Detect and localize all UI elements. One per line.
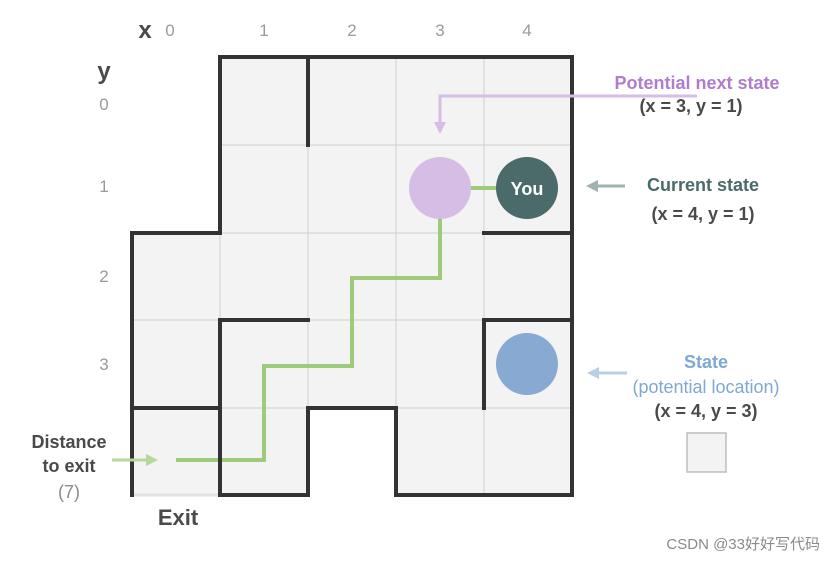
inner-wall	[218, 318, 310, 410]
y-tick-2: 2	[99, 267, 108, 286]
outer-wall	[218, 55, 574, 497]
state-marker	[496, 333, 558, 395]
y-axis-label: y	[97, 58, 111, 85]
state-title: State	[684, 352, 728, 372]
inner-wall	[482, 318, 574, 410]
distance-value: (7)	[58, 482, 80, 502]
y-tick-0: 0	[99, 95, 108, 114]
cell	[483, 56, 573, 146]
cell	[219, 144, 309, 234]
x-axis-label: x	[138, 17, 152, 44]
cell	[219, 232, 309, 321]
cell	[395, 319, 485, 409]
watermark: CSDN @33好好写代码	[666, 536, 820, 553]
inner-wall	[130, 406, 222, 497]
potential-next-state-marker	[409, 157, 471, 219]
x-tick-0: 0	[165, 21, 174, 40]
distance-label-line2: to exit	[42, 456, 95, 476]
distance-label-line1: Distance	[31, 432, 106, 452]
x-tick-4: 4	[522, 21, 531, 40]
cell	[307, 56, 397, 146]
cell	[483, 232, 573, 321]
cell	[307, 144, 397, 234]
current-state-coords: (x = 4, y = 1)	[651, 204, 754, 224]
state-subtitle: (potential location)	[632, 377, 779, 397]
exit-label: Exit	[158, 505, 199, 530]
agent-marker	[496, 157, 558, 219]
cell	[131, 232, 221, 321]
cell	[219, 56, 309, 146]
x-tick-3: 3	[435, 21, 444, 40]
potential-next-coords: (x = 3, y = 1)	[639, 96, 742, 116]
potential-next-arrow	[434, 94, 697, 134]
potential-next-title: Potential next state	[614, 73, 779, 93]
x-tick-2: 2	[347, 21, 356, 40]
cell	[483, 407, 573, 496]
current-state-title: Current state	[647, 175, 759, 195]
state-cell-legend	[686, 432, 727, 473]
maze-walls	[130, 55, 574, 497]
cell	[131, 407, 221, 496]
x-tick-1: 1	[259, 21, 268, 40]
agent-label: You	[511, 179, 544, 199]
cell	[395, 407, 485, 496]
cell	[131, 319, 221, 409]
y-tick-1: 1	[99, 177, 108, 196]
y-tick-3: 3	[99, 355, 108, 374]
state-coords: (x = 4, y = 3)	[654, 401, 757, 421]
